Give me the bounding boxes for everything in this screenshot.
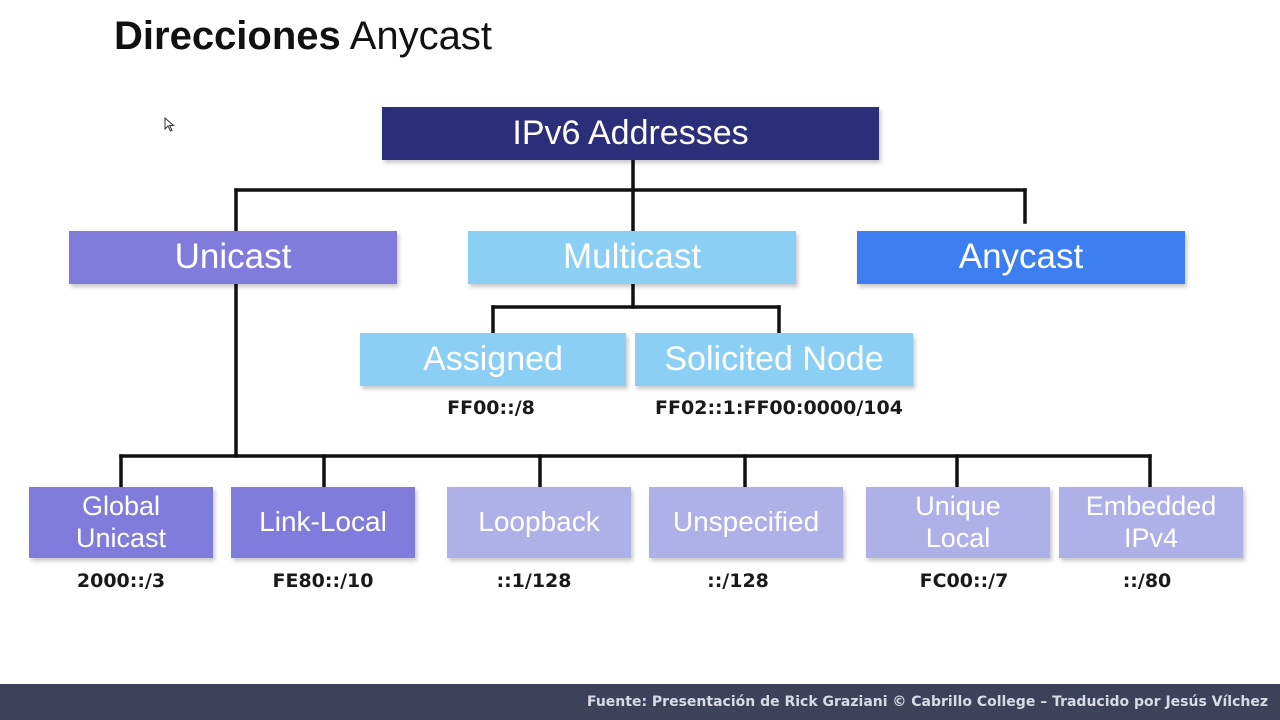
solicited-node-prefix: FF02::1:FF00:0000/104 <box>655 397 903 419</box>
unique-local-line2: Local <box>925 522 991 553</box>
embedded-ipv4-line2: IPv4 <box>1123 522 1178 553</box>
unique-local-prefix: FC00::/7 <box>919 570 1009 592</box>
anycast-box: Anycast <box>857 231 1185 284</box>
link-local-box: Link-Local <box>231 487 415 558</box>
footer-credit-text: Fuente: Presentación de Rick Graziani © … <box>586 694 1268 710</box>
embedded-ipv4-prefix: ::/80 <box>1122 570 1172 592</box>
embedded-ipv4-box: Embedded IPv4 <box>1059 487 1243 558</box>
unspecified-box: Unspecified <box>649 487 843 558</box>
unspecified-prefix: ::/128 <box>707 570 769 592</box>
global-unicast-prefix: 2000::/3 <box>76 570 166 592</box>
assigned-box: Assigned <box>360 333 626 386</box>
unicast-label: Unicast <box>174 237 292 277</box>
unique-local-line1: Unique <box>915 491 1001 522</box>
multicast-box: Multicast <box>468 231 796 284</box>
slide-title-regular: Anycast <box>349 14 492 58</box>
loopback-prefix: ::1/128 <box>496 570 572 592</box>
link-local-prefix: FE80::/10 <box>272 570 374 592</box>
link-local-label: Link-Local <box>259 506 387 538</box>
solicited-node-box: Solicited Node <box>635 333 913 386</box>
global-unicast-line2: Unicast <box>75 522 167 553</box>
ipv6-addresses-label: IPv6 Addresses <box>512 113 749 152</box>
unique-local-box: Unique Local <box>866 487 1050 558</box>
unspecified-label: Unspecified <box>672 506 820 538</box>
global-unicast-line1: Global <box>81 491 161 522</box>
embedded-ipv4-line1: Embedded <box>1085 491 1217 522</box>
solicited-node-label: Solicited Node <box>664 339 884 378</box>
global-unicast-box: Global Unicast <box>29 487 213 558</box>
unicast-box: Unicast <box>69 231 397 284</box>
assigned-prefix: FF00::/8 <box>447 397 535 419</box>
footer-bar: Fuente: Presentación de Rick Graziani © … <box>0 684 1280 720</box>
ipv6-addresses-box: IPv6 Addresses <box>382 107 879 160</box>
slide-title-bold: Direcciones <box>114 14 341 58</box>
anycast-label: Anycast <box>958 237 1084 277</box>
mouse-pointer-icon <box>164 117 175 132</box>
loopback-label: Loopback <box>478 506 600 538</box>
slide-title: Direcciones Anycast <box>114 14 492 59</box>
assigned-label: Assigned <box>423 339 563 378</box>
loopback-box: Loopback <box>447 487 631 558</box>
multicast-label: Multicast <box>562 237 702 277</box>
